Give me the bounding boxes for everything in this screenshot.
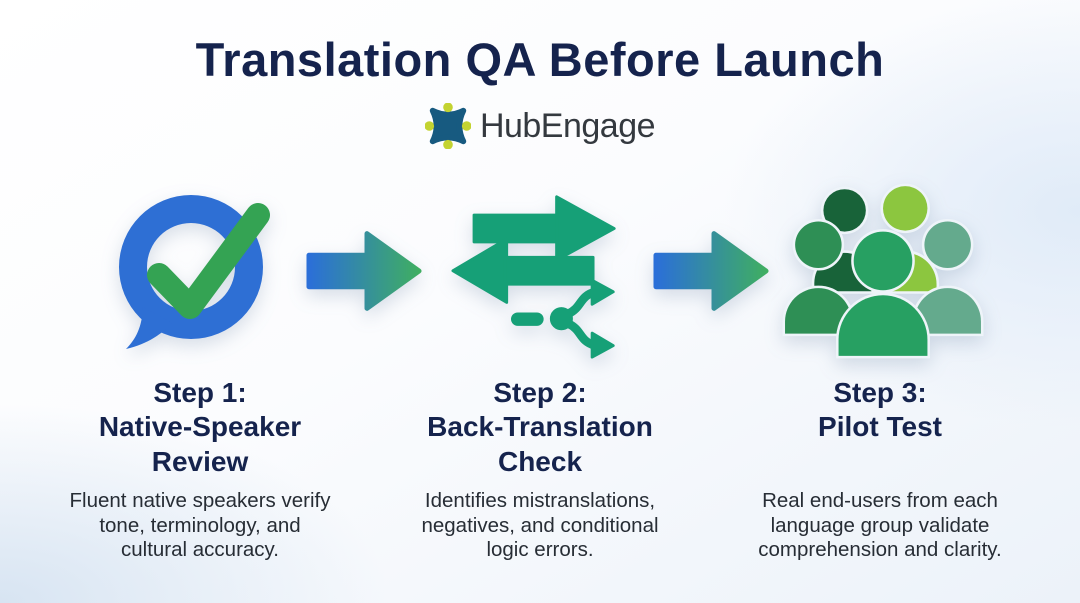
step3-heading: Step 3: Pilot Test: [818, 377, 942, 443]
step1-description: Fluent native speakers verify tone, term…: [69, 489, 331, 562]
hubengage-logo-icon: [424, 103, 471, 149]
page-title: Translation QA Before Launch: [195, 33, 885, 86]
flow-arrow-icon: [306, 231, 422, 311]
back-translation-arrows-icon: [451, 195, 616, 359]
step3-description: Real end-users from each language group …: [758, 489, 1002, 562]
people-group-icon: [782, 183, 984, 359]
brand-name: HubEngage: [479, 106, 656, 145]
speech-bubble-check-icon: [119, 195, 270, 349]
brand-logo: HubEngage: [0, 103, 1080, 149]
step2-heading: Step 2: Back-Translation Check: [427, 377, 653, 477]
step2-description: Identifies mistranslations, negatives, a…: [421, 489, 659, 562]
step1-heading: Step 1: Native-Speaker Review: [98, 377, 302, 477]
flow-arrow-icon: [653, 231, 769, 311]
